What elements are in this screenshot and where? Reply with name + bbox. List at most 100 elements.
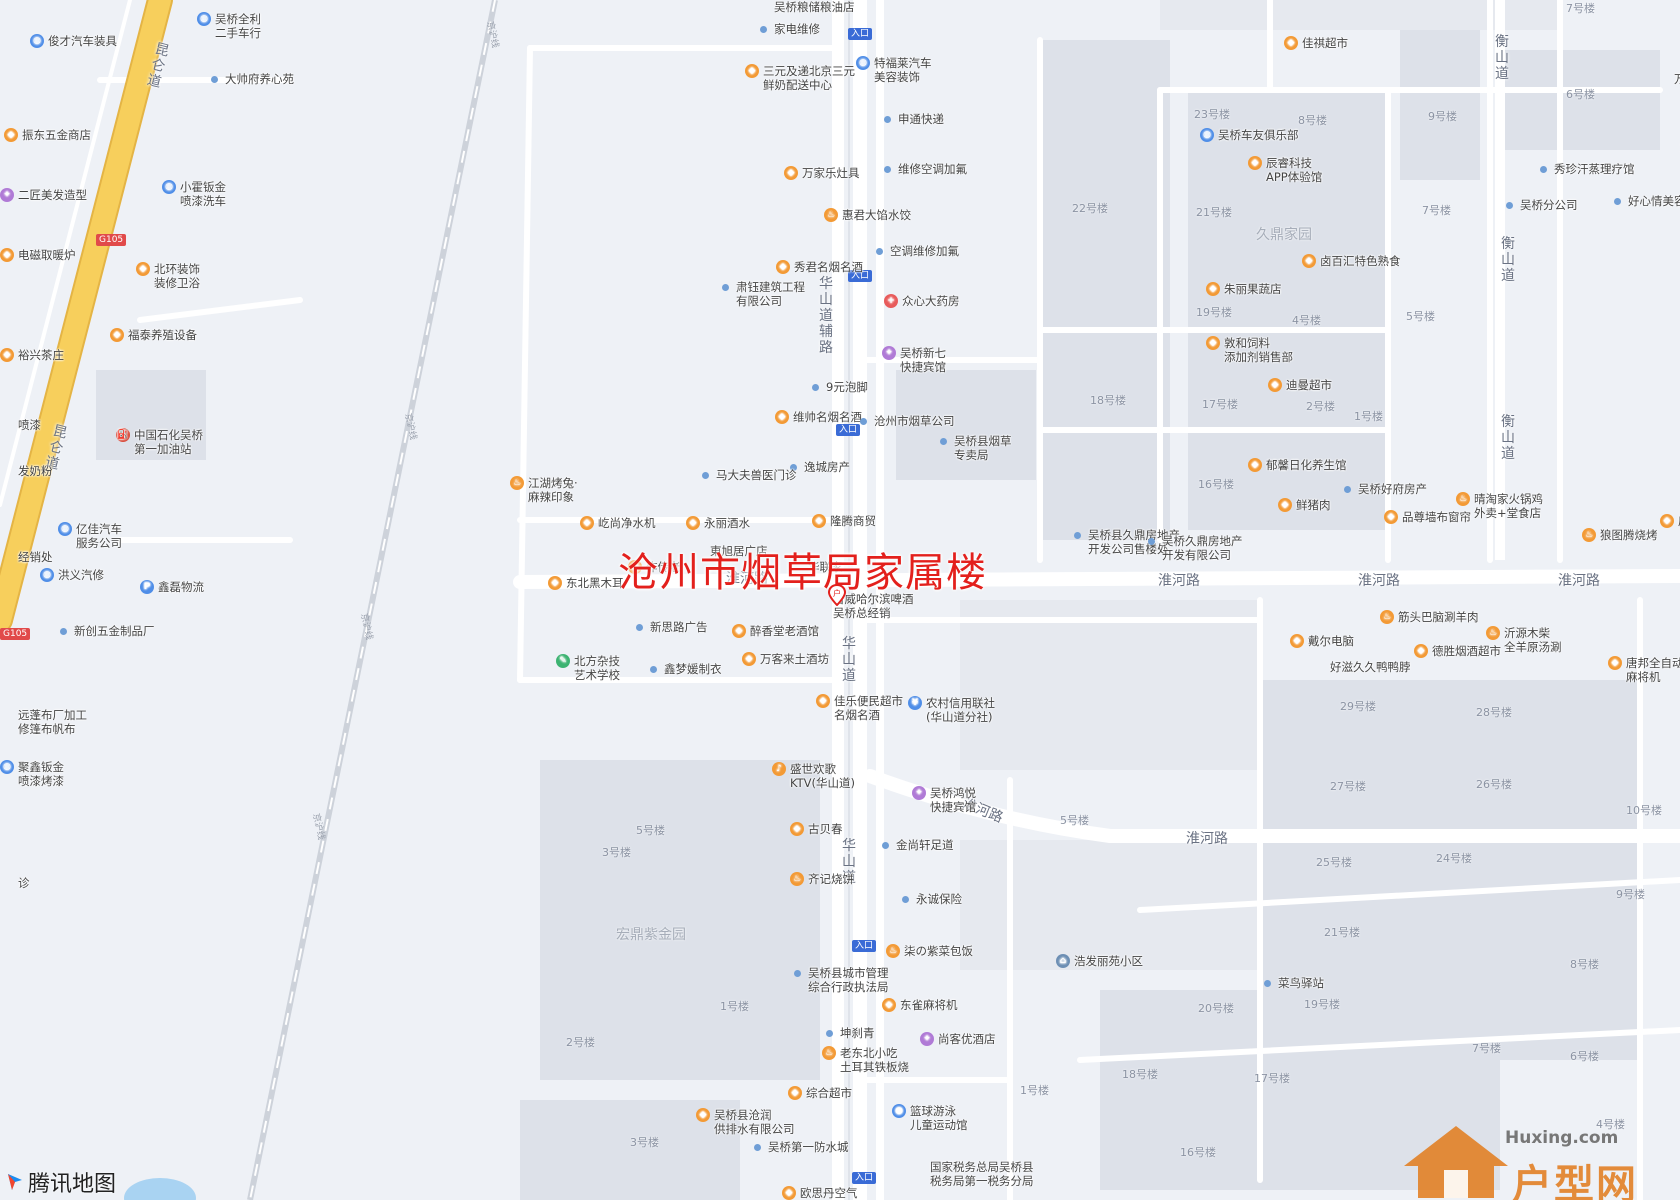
poi-p21[interactable]: 诊 bbox=[18, 876, 30, 890]
poi-p76[interactable]: 吴桥车友俱乐部◍ bbox=[1200, 128, 1299, 142]
poi-p28[interactable]: 维修空调加氟 bbox=[884, 162, 967, 176]
poi-p35[interactable]: 9元泡脚 bbox=[812, 380, 868, 394]
poi-p95[interactable]: 戴尔电脑◆ bbox=[1290, 634, 1354, 648]
poi-p46[interactable]: 东北黑木耳◆ bbox=[548, 576, 624, 590]
poi-p74[interactable]: 欧思丹空气◆ bbox=[782, 1186, 858, 1200]
poi-p91[interactable]: 吴桥县久鼎房地产 开发公司售楼处 bbox=[1074, 528, 1180, 556]
poi-p81[interactable]: 卤百汇特色熟食◆ bbox=[1302, 254, 1401, 268]
poi-p8[interactable]: 北环装饰 装修卫浴◆ bbox=[136, 262, 200, 290]
poi-p70[interactable]: 篮球游泳 儿童运动馆● bbox=[892, 1104, 968, 1132]
poi-p38[interactable]: 吴桥县烟草 专卖局 bbox=[940, 434, 1012, 462]
poi-p60[interactable]: 金尚轩足道 bbox=[882, 838, 954, 852]
poi-p34[interactable]: 吴桥新七 快捷宾馆✦ bbox=[882, 346, 946, 374]
poi-p83[interactable]: 敦和饲料 添加剂销售部◆ bbox=[1206, 336, 1293, 364]
poi-p101[interactable]: 房记◆ bbox=[1660, 514, 1680, 528]
poi-p7[interactable]: 电磁取暖炉◆ bbox=[0, 248, 76, 262]
poi-p73[interactable]: 国家税务总局吴桥县 税务局第一税务分局 bbox=[930, 1160, 1034, 1188]
poi-p5[interactable]: 二匠美发造型✦ bbox=[0, 188, 87, 202]
poi-p62[interactable]: 永诚保险 bbox=[902, 892, 962, 906]
poi-p31[interactable]: 秀君名烟名酒◆ bbox=[776, 260, 863, 274]
poi-p4[interactable]: 振东五金商店◆ bbox=[4, 128, 91, 142]
poi-p2[interactable]: 吴桥全利 二手车行◍ bbox=[197, 12, 261, 40]
poi-p12[interactable]: 喷漆 bbox=[18, 418, 41, 432]
poi-p94[interactable]: 沂源木柴 全羊原汤涮♨ bbox=[1486, 626, 1562, 654]
poi-p54[interactable]: 万客来土酒坊◆ bbox=[742, 652, 829, 666]
poi-p45[interactable]: 東旭居广店 bbox=[710, 544, 768, 558]
poi-p36[interactable]: 维帅名烟名酒◆ bbox=[775, 410, 862, 424]
poi-p86[interactable]: 吴桥好府房产 bbox=[1344, 482, 1427, 496]
poi-p47[interactable]: 作传老◆ bbox=[628, 560, 681, 574]
poi-p43[interactable]: 永丽酒水◆ bbox=[686, 516, 750, 530]
poi-p56[interactable]: 农村信用联社 (华山道分社)¥ bbox=[908, 696, 995, 724]
poi-p57[interactable]: 盛世欢歌 KTV(华山道)♪ bbox=[772, 762, 855, 790]
poi-p103[interactable]: 万家 bbox=[1674, 72, 1680, 86]
poi-p77[interactable]: 辰睿科技 APP体验馆◆ bbox=[1248, 156, 1322, 184]
poi-p37[interactable]: 沧州市烟草公司 bbox=[860, 414, 955, 428]
poi-p55[interactable]: 佳乐便民超市 名烟名酒◆ bbox=[816, 694, 903, 722]
poi-p30[interactable]: 空调维修加氟 bbox=[876, 244, 959, 258]
poi-p82[interactable]: 朱丽果蔬店◆ bbox=[1206, 282, 1282, 296]
poi-p64[interactable]: 吴桥县城市管理 综合行政执法局 bbox=[794, 966, 889, 994]
poi-p78[interactable]: 秀珍汗蒸理疗馆 bbox=[1540, 162, 1635, 176]
poi-p49[interactable]: 百威哈尔滨啤酒 吴桥总经销 bbox=[833, 592, 914, 620]
poi-p42[interactable]: 屹尚净水机◆ bbox=[580, 516, 656, 530]
poi-p98[interactable]: 唐邦全自动 麻将机◆ bbox=[1608, 656, 1680, 684]
poi-p29[interactable]: 惠君大馅水饺♨ bbox=[824, 208, 911, 222]
poi-p50[interactable]: 新思路广告 bbox=[636, 620, 708, 634]
poi-p96[interactable]: 德胜烟酒超市◆ bbox=[1414, 644, 1501, 658]
poi-p33[interactable]: 众心大药房+ bbox=[884, 294, 960, 308]
poi-p1[interactable]: 俊才汽车装具◍ bbox=[30, 34, 117, 48]
poi-p14[interactable]: 亿佳汽车 服务公司◍ bbox=[58, 522, 122, 550]
poi-p39[interactable]: 逸城房产 bbox=[790, 460, 850, 474]
location-pin-icon[interactable]: 户 bbox=[828, 584, 846, 606]
poi-p68[interactable]: 老东北小吃 土耳其铁板烧♨ bbox=[822, 1046, 909, 1074]
poi-p87[interactable]: 鲜猪肉◆ bbox=[1278, 498, 1331, 512]
poi-p20[interactable]: 聚鑫钣金 喷漆烤漆◍ bbox=[0, 760, 64, 788]
poi-p89[interactable]: 品尊墙布窗帘◆ bbox=[1384, 510, 1471, 524]
poi-p88[interactable]: 晴淘家火锅鸡 外卖+堂食店♨ bbox=[1456, 492, 1543, 520]
poi-p15[interactable]: 经销处 bbox=[18, 550, 53, 564]
poi-p58[interactable]: 吴桥鸿悦 快捷宾馆✦ bbox=[912, 786, 976, 814]
poi-p97[interactable]: 好滋久久鸭鸭脖 bbox=[1330, 660, 1411, 674]
poi-p13[interactable]: 发奶粉 bbox=[18, 464, 53, 478]
poi-p66[interactable]: 尚客优酒店✦ bbox=[920, 1032, 996, 1046]
poi-p69[interactable]: 综合超市◆ bbox=[788, 1086, 852, 1100]
poi-p100[interactable]: 菜鸟驿站 bbox=[1264, 976, 1324, 990]
poi-p41[interactable]: 江湖烤兔· 麻辣印象♨ bbox=[510, 476, 578, 504]
poi-p72[interactable]: 吴桥第一防水城 bbox=[754, 1140, 849, 1154]
poi-p48[interactable]: 华联家 bbox=[808, 560, 843, 574]
poi-p26[interactable]: 申通快递 bbox=[884, 112, 944, 126]
poi-p44[interactable]: 隆腾商贸◆ bbox=[812, 514, 876, 528]
poi-p23[interactable]: 家电维修 bbox=[760, 22, 820, 36]
poi-p40[interactable]: 马大夫兽医门诊 bbox=[702, 468, 797, 482]
poi-p71[interactable]: 吴桥县沧润 供排水有限公司◆ bbox=[696, 1108, 795, 1136]
poi-p52[interactable]: 北方杂技 艺术学校✎ bbox=[556, 654, 620, 682]
poi-p85[interactable]: 郁馨日化养生馆◆ bbox=[1248, 458, 1347, 472]
poi-p24[interactable]: 三元及递北京三元 鲜奶配送中心◆ bbox=[745, 64, 855, 92]
poi-p32[interactable]: 肃钰建筑工程 有限公司 bbox=[722, 280, 805, 308]
poi-p90[interactable]: 狼图腾烧烤♨ bbox=[1582, 528, 1658, 542]
poi-p63[interactable]: 柒の紫菜包饭♨ bbox=[886, 944, 973, 958]
poi-p18[interactable]: 新创五金制品厂 bbox=[60, 624, 155, 638]
poi-p9[interactable]: 福泰养殖设备◆ bbox=[110, 328, 197, 342]
poi-p3[interactable]: 大帅府养心苑 bbox=[211, 72, 294, 86]
poi-p10[interactable]: 裕兴茶庄◆ bbox=[0, 348, 64, 362]
poi-p16[interactable]: 洪义汽修◍ bbox=[40, 568, 104, 582]
poi-p61[interactable]: 齐记烧饼♨ bbox=[790, 872, 854, 886]
poi-p75[interactable]: 佳祺超市◆ bbox=[1284, 36, 1348, 50]
poi-p99[interactable]: 浩发丽苑小区⌂ bbox=[1056, 954, 1143, 968]
poi-p19[interactable]: 远蓬布厂加工 修篷布帆布 bbox=[18, 708, 87, 736]
poi-p6[interactable]: 小霍钣金 喷漆洗车◍ bbox=[162, 180, 226, 208]
poi-p80[interactable]: 好心情美容会所 bbox=[1614, 194, 1680, 208]
poi-p53[interactable]: 鑫梦媛制衣 bbox=[650, 662, 722, 676]
poi-p67[interactable]: 坤刹青 bbox=[826, 1026, 875, 1040]
poi-p11[interactable]: 中国石化吴桥 第一加油站⛽ bbox=[116, 428, 203, 456]
poi-p84[interactable]: 迪曼超市◆ bbox=[1268, 378, 1332, 392]
poi-p51[interactable]: 醉香堂老酒馆◆ bbox=[732, 624, 819, 638]
poi-p79[interactable]: 吴桥分公司 bbox=[1506, 198, 1578, 212]
poi-p22[interactable]: 吴桥粮储粮油店 bbox=[774, 0, 855, 14]
poi-p65[interactable]: 东雀麻将机◆ bbox=[882, 998, 958, 1012]
poi-p27[interactable]: 万家乐灶具◆ bbox=[784, 166, 860, 180]
